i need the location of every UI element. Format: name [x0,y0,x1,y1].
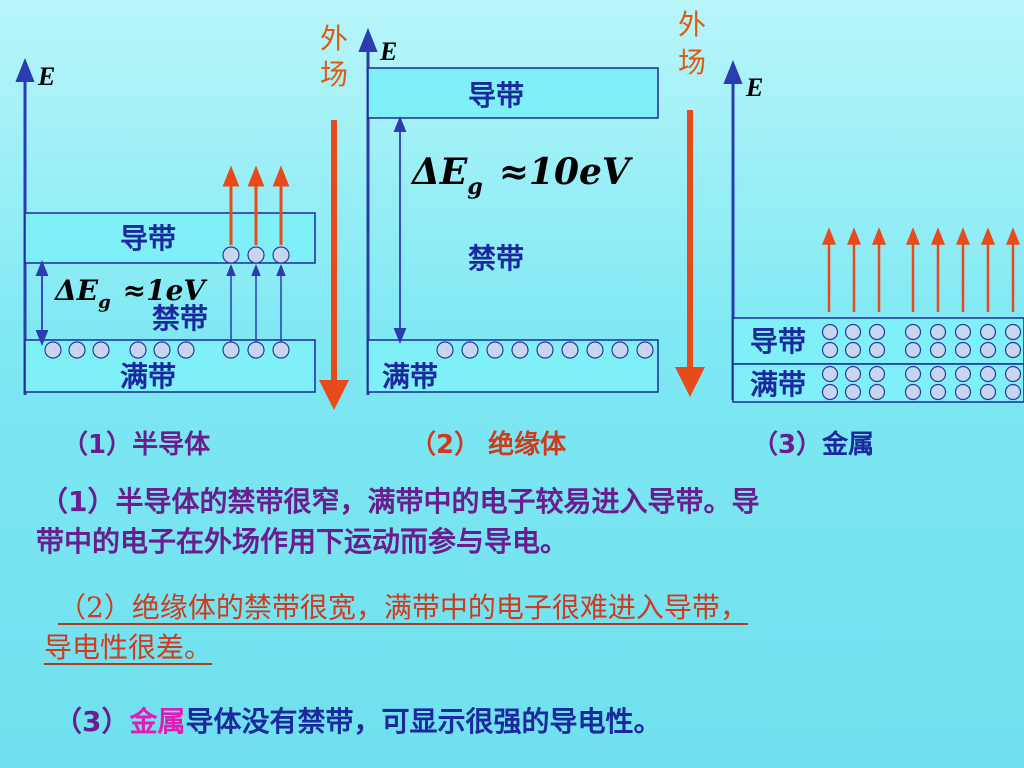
conduction-band-1 [24,212,316,264]
caption-insulator: （2）绝缘体 [410,424,566,461]
valence-band-label-2: 满带 [382,360,438,393]
paragraph-3-highlight: 金属 [129,705,186,738]
gap-label-2: ΔEg≈10eV [410,151,633,200]
excitation-arrows-1 [226,264,286,342]
valence-electrons-1 [44,341,290,359]
caption-insulator-prefix: （2） [410,430,481,460]
paragraph-1: （1）半导体的禁带很窄，满带中的电子较易进入导带。导 带中的电子在外场作用下运动… [36,482,1000,562]
paragraph-3-rest: 导体没有禁带，可显示很强的导电性。 [185,705,662,738]
caption-metal: （3）金属 [752,424,874,461]
caption-metal-prefix: （3） [752,430,823,460]
conduction-band-2 [367,67,659,119]
energy-axis-label-2: E [379,37,397,66]
caption-semiconductor: （1）半导体 [62,430,211,460]
paragraph-2: （2）绝缘体的禁带很宽，满带中的电子很难进入导带， 导电性很差。 [44,588,974,668]
external-field-label-1a: 外 [320,22,348,55]
external-field-label-1b: 场 [320,58,348,91]
gap-label-1: ΔEg≈1eV [53,274,208,313]
conduction-band-label-3: 导带 [750,325,806,358]
valence-electrons-2 [436,341,654,359]
caption-metal-text: 金属 [822,430,875,460]
forbidden-band-label-1: 禁带 [152,302,208,335]
paragraph-1-line-1: （1）半导体的禁带很窄，满带中的电子较易进入导带。导 [40,485,760,518]
paragraph-2-line-1: （2）绝缘体的禁带很宽，满带中的电子很难进入导带， [58,591,748,624]
external-field-label-2a: 外 [678,8,706,41]
forbidden-band-label-2: 禁带 [468,242,524,275]
energy-axis-label-3: E [745,73,763,102]
caption-insulator-text: 绝缘体 [488,430,567,460]
paragraph-3: （3）金属导体没有禁带，可显示很强的导电性。 [54,702,662,742]
external-field-label-2b: 场 [678,46,706,79]
electron-flow-arrows-1 [222,165,290,245]
paragraph-1-line-2: 带中的电子在外场作用下运动而参与导电。 [36,525,569,558]
electron-flow-arrows-3 [822,227,1020,312]
valence-band-label-3: 满带 [750,368,806,401]
paragraph-3-prefix: （3） [54,705,130,738]
valence-band-label-1: 满带 [120,360,176,393]
paragraph-2-line-2: 导电性很差。 [44,631,213,664]
conduction-electrons-1 [222,246,290,264]
conduction-band-label-2: 导带 [468,79,524,112]
conduction-band-label-1: 导带 [120,222,176,255]
electrons-3 [821,323,1022,401]
energy-axis-label-1: E [37,62,55,91]
